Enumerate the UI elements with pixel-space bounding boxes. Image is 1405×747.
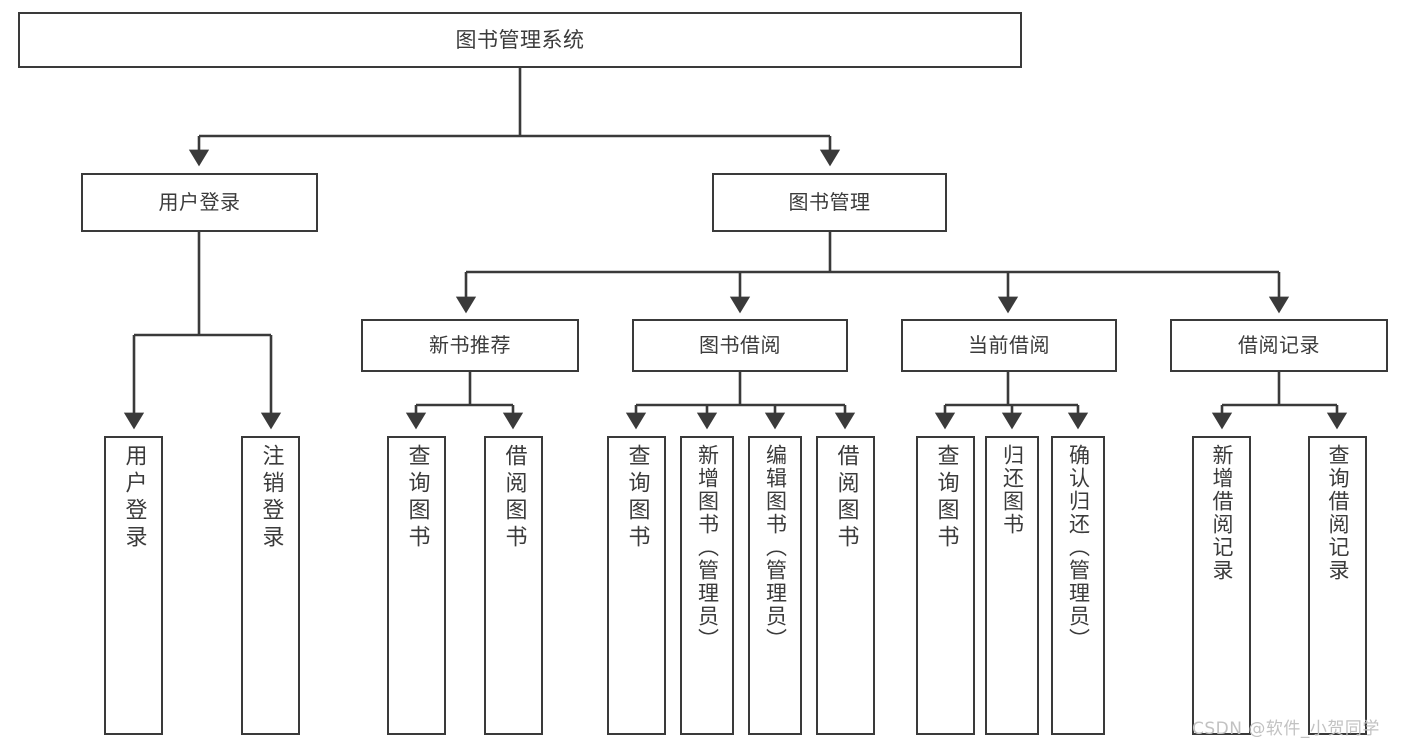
leaf-borrow-book-borrow[interactable]: 借阅图书 <box>816 436 875 735</box>
leaf-edit-book-admin[interactable]: 编辑图书（管理员） <box>748 436 802 735</box>
node-label: 借阅图书 <box>501 444 527 552</box>
leaf-return-book[interactable]: 归还图书 <box>985 436 1039 735</box>
leaf-borrow-book-new-recommend[interactable]: 借阅图书 <box>484 436 543 735</box>
node-label: 图书管理 <box>788 189 871 214</box>
leaf-confirm-return-admin[interactable]: 确认归还（管理员） <box>1051 436 1105 735</box>
leaf-query-book-new-recommend[interactable]: 查询图书 <box>387 436 446 735</box>
leaf-add-book-admin[interactable]: 新增图书（管理员） <box>680 436 734 735</box>
node-label: 图书管理系统 <box>455 27 585 52</box>
node-user-login[interactable]: 用户登录 <box>81 173 318 232</box>
node-label: 借阅图书 <box>833 444 859 552</box>
node-label: 当前借阅 <box>968 332 1050 357</box>
node-label: 借阅记录 <box>1238 332 1320 357</box>
leaf-query-book-borrow[interactable]: 查询图书 <box>607 436 666 735</box>
leaf-logout[interactable]: 注销登录 <box>241 436 300 735</box>
node-label: 用户登录 <box>158 189 241 214</box>
node-label: 编辑图书（管理员） <box>763 444 788 651</box>
node-label: 查询图书 <box>404 444 430 552</box>
node-label: 新增借阅记录 <box>1210 444 1234 582</box>
node-label: 确认归还（管理员） <box>1066 444 1091 651</box>
node-root-system[interactable]: 图书管理系统 <box>18 12 1022 68</box>
node-book-borrow[interactable]: 图书借阅 <box>632 319 848 372</box>
node-label: 查询图书 <box>933 444 959 552</box>
node-new-book-recommend[interactable]: 新书推荐 <box>361 319 579 372</box>
leaf-user-login[interactable]: 用户登录 <box>104 436 163 735</box>
node-label: 用户登录 <box>121 444 147 552</box>
node-label: 图书借阅 <box>699 332 781 357</box>
leaf-query-book-current[interactable]: 查询图书 <box>916 436 975 735</box>
node-label: 注销登录 <box>258 444 284 552</box>
node-label: 新增图书（管理员） <box>695 444 720 651</box>
node-label: 新书推荐 <box>429 332 511 357</box>
leaf-query-borrow-record[interactable]: 查询借阅记录 <box>1308 436 1367 735</box>
leaf-add-borrow-record[interactable]: 新增借阅记录 <box>1192 436 1251 735</box>
csdn-watermark: CSDN @软件_小贺同学 <box>1192 719 1380 739</box>
node-label: 查询借阅记录 <box>1326 444 1350 582</box>
node-book-manage[interactable]: 图书管理 <box>712 173 947 232</box>
node-current-borrow[interactable]: 当前借阅 <box>901 319 1117 372</box>
node-borrow-record[interactable]: 借阅记录 <box>1170 319 1388 372</box>
node-label: 归还图书 <box>1000 444 1025 536</box>
node-label: 查询图书 <box>624 444 650 552</box>
